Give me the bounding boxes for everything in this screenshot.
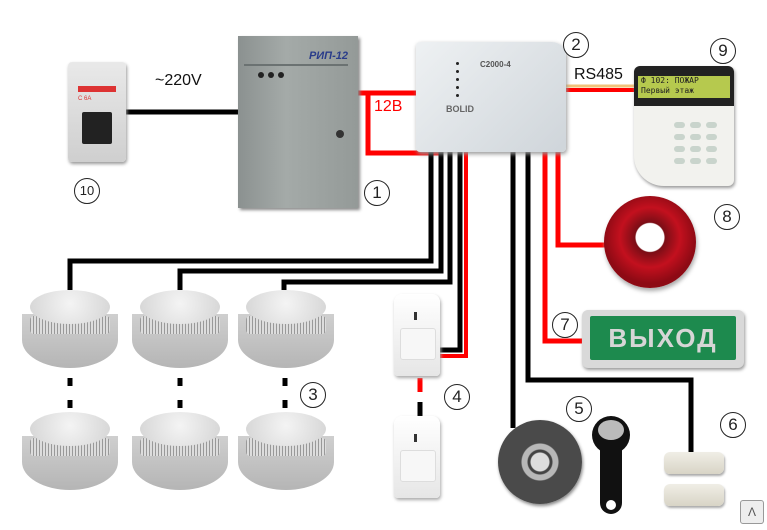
keypad-key: [690, 158, 701, 164]
magnetic-contact-switch: [664, 452, 724, 474]
label-number-6: 6: [720, 412, 746, 438]
keypad-key: [706, 122, 717, 128]
smoke-loop-1: [67, 150, 434, 290]
siren-wire: [555, 150, 608, 248]
light-siren: [604, 196, 696, 288]
magnetic-contact-magnet: [664, 484, 724, 506]
smoke-detector: [132, 290, 228, 370]
pir-loop-red: [440, 150, 468, 358]
controller-led: [456, 78, 459, 81]
control-keypad: Ф 102: ПОЖАР Первый этаж: [634, 66, 734, 186]
power-supply-unit: РИП-12: [238, 36, 358, 208]
pir-loop-black: [440, 150, 463, 353]
psu-indicator: [268, 72, 274, 78]
keypad-key: [706, 146, 717, 152]
keypad-key: [690, 146, 701, 152]
smoke-loop-2: [177, 150, 444, 290]
psu-strip: [244, 64, 348, 66]
keypad-key: [706, 158, 717, 164]
power-wire-bottom: [365, 93, 440, 156]
controller-led: [456, 62, 459, 65]
smoke-detector: [132, 412, 228, 492]
lcd-line-1: Ф 102: ПОЖАР: [641, 76, 699, 85]
smoke-detector: [22, 412, 118, 492]
rs485-label: RS485: [574, 66, 623, 83]
keypad-key: [690, 122, 701, 128]
label-number-2: 2: [563, 32, 589, 58]
keypad-lcd: Ф 102: ПОЖАР Первый этаж: [638, 76, 730, 98]
keypad-key: [706, 134, 717, 140]
controller-led: [456, 94, 459, 97]
touch-memory-reader: [498, 420, 582, 504]
keypad-key: [674, 134, 685, 140]
contact-wire: [525, 150, 694, 455]
psu-model: РИП-12: [308, 50, 348, 62]
mains-voltage-label: ~220V: [155, 72, 202, 89]
keypad-key: [674, 122, 685, 128]
touch-memory-key: [592, 416, 630, 516]
motion-detector: [394, 294, 440, 376]
breaker-lever: [82, 112, 112, 144]
controller-model: С2000-4: [480, 60, 511, 69]
dc-voltage-label: 12B: [374, 98, 403, 115]
label-number-7: 7: [552, 312, 578, 338]
psu-indicator: [258, 72, 264, 78]
watermark-logo: Λ: [740, 500, 764, 524]
motion-detector: [394, 416, 440, 498]
exit-sign-text: ВЫХОД: [590, 316, 736, 360]
psu-lock-icon: [336, 130, 344, 138]
exit-wire: [542, 150, 584, 344]
psu-indicator: [278, 72, 284, 78]
label-number-8: 8: [714, 204, 740, 230]
circuit-breaker: C 6A: [68, 62, 126, 162]
smoke-detector: [22, 290, 118, 370]
breaker-rating: C 6A: [78, 96, 92, 102]
label-number-4: 4: [444, 384, 470, 410]
label-number-5: 5: [566, 396, 592, 422]
label-number-3: 3: [300, 382, 326, 408]
smoke-loop-3: [281, 150, 453, 290]
controller-led: [456, 86, 459, 89]
label-number-10: 10: [74, 178, 100, 204]
controller-brand: BOLID: [446, 104, 474, 114]
exit-sign: ВЫХОД: [582, 310, 744, 368]
control-panel: С2000-4 BOLID: [416, 42, 566, 152]
keypad-key: [674, 158, 685, 164]
smoke-interlinks: [67, 378, 288, 408]
smoke-detector: [238, 290, 334, 370]
keypad-key: [674, 146, 685, 152]
smoke-detector: [238, 412, 334, 492]
label-number-1: 1: [364, 180, 390, 206]
controller-led: [456, 70, 459, 73]
lcd-line-2: Первый этаж: [641, 86, 694, 95]
keypad-key: [690, 134, 701, 140]
label-number-9: 9: [710, 38, 736, 64]
breaker-brand-strip: [78, 86, 116, 92]
